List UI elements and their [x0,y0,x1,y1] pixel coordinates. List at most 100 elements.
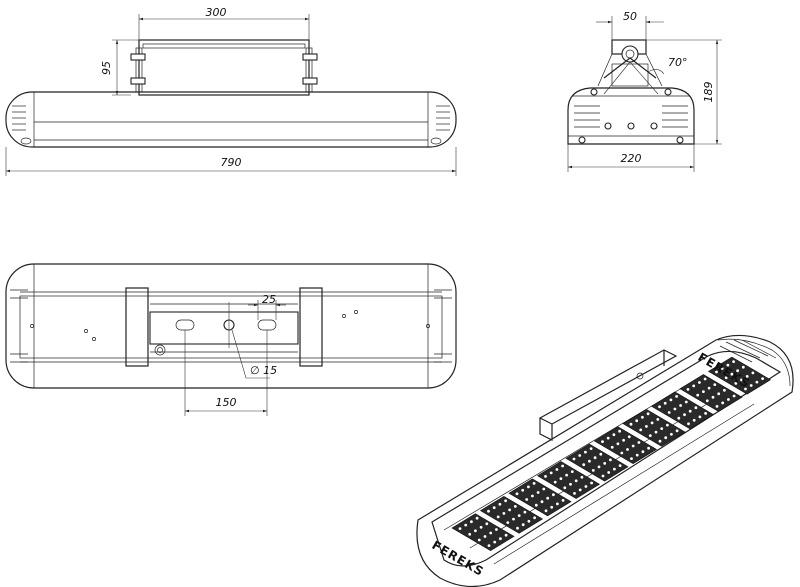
led-lens [734,382,738,385]
front-view: 300 95 790 [5,6,457,176]
led-lens [601,440,604,443]
led-lens [698,415,702,419]
led-lens [663,401,667,405]
led-lens [635,453,639,457]
iso-bracket [538,349,678,441]
led-lens [683,413,686,417]
led-lens [521,523,525,527]
led-lens [563,486,567,490]
led-lens [516,526,519,530]
led-lens [606,436,610,440]
led-lens [612,433,616,437]
led-lens [635,419,639,423]
led-lens [673,407,677,411]
led-lens [664,436,668,440]
led-lens [552,493,555,497]
led-lens [618,464,622,467]
led-lens [508,508,511,512]
led-lens [584,450,587,454]
side-bracket [597,39,663,95]
led-lens [580,475,584,479]
led-lens [464,523,468,527]
bottom-bracket [125,287,323,367]
led-lens [540,500,544,504]
led-lens [597,465,601,469]
led-lens [572,457,576,461]
led-module [565,443,629,482]
led-lens [749,384,753,387]
slot-spacing-dim: 150 [216,396,237,409]
led-lens [618,429,621,433]
led-lens [726,363,730,367]
led-lens [498,502,502,506]
led-lens [704,412,707,415]
led-lens [670,432,673,436]
led-lens [527,485,530,489]
led-lens [515,492,519,496]
led-lens [512,517,515,521]
led-lens [569,482,572,486]
led-lens [534,503,538,507]
led-lens [732,394,736,398]
led-lens [496,515,500,519]
led-lens [645,425,648,428]
led-lens [744,387,747,391]
led-lens [654,430,658,434]
led-lens [603,462,607,465]
led-lens [573,492,576,495]
led-lens [660,427,664,430]
led-lens [647,446,650,450]
led-lens [527,519,531,523]
led-lens [755,380,759,384]
led-lens [696,393,700,397]
led-lens [679,404,682,407]
led-lens [646,412,650,416]
led-lens [578,488,582,492]
led-lens [479,525,483,529]
led-lens [648,434,652,437]
led-lens [622,438,625,442]
led-lens [675,395,678,398]
led-lens [546,496,550,500]
led-lens [720,367,724,370]
led-lens [724,376,728,380]
led-lens [613,467,616,471]
led-lens [669,398,673,402]
led-module [451,513,515,552]
led-lens [561,499,565,502]
led-lens [590,481,593,485]
led-lens [487,544,491,547]
led-lens [584,485,588,488]
led-lens [698,381,701,384]
led-lens [686,388,690,391]
led-lens [639,428,643,432]
led-lens [627,435,631,439]
led-lens [533,516,536,520]
led-lens [656,418,660,421]
led-lens [692,418,696,422]
led-lens [517,514,521,517]
led-module [707,356,772,395]
iso-body [416,334,794,587]
led-lens [601,474,605,478]
led-lens [677,416,681,420]
led-lens [629,422,633,426]
side-view: 50 70° 189 220 [567,10,722,172]
led-lens [549,471,553,475]
led-lens [483,535,487,538]
bottom-body [5,263,457,389]
led-lens [458,527,462,530]
led-lens [589,447,593,450]
hole-diameter-dim: ∅ 15 [250,364,277,377]
led-module [536,461,601,499]
led-lens [711,395,715,399]
led-lens [582,463,586,467]
led-lens [591,469,595,472]
led-module [622,408,686,447]
led-lens [468,532,472,536]
led-lens [559,477,563,480]
led-lens [525,498,529,501]
led-lens [717,392,721,396]
led-lens [715,405,719,408]
led-lens [477,538,481,542]
